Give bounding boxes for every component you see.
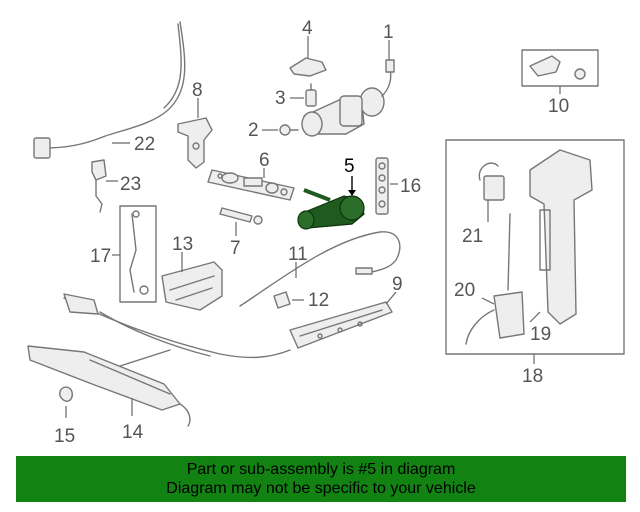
callout-10: 10 (548, 96, 569, 117)
callout-11: 11 (288, 244, 308, 265)
callout-5-highlighted: 5 (344, 156, 355, 177)
callout-7: 7 (230, 238, 241, 259)
part-20-spindle (465, 213, 525, 345)
part-10-clip (521, 49, 599, 94)
part-16-bushings (375, 157, 398, 215)
part-21-clamp (478, 162, 505, 222)
part-9-rail (289, 291, 397, 349)
part-3-fitting (290, 83, 317, 107)
part-6-kit (207, 168, 295, 201)
part-5-actuator-highlighted (297, 176, 365, 230)
banner-line-1: Part or sub-assembly is #5 in diagram (186, 461, 456, 478)
callout-16: 16 (400, 176, 421, 197)
callout-1: 1 (383, 22, 394, 43)
callout-13: 13 (172, 234, 193, 255)
callout-2: 2 (248, 120, 259, 141)
part-14-strut (27, 345, 191, 427)
callout-17: 17 (90, 246, 111, 267)
callout-4: 4 (302, 18, 313, 39)
part-2-screw (262, 124, 299, 136)
part-22-wire-harness (33, 21, 186, 159)
callout-3: 3 (275, 88, 286, 109)
callout-8: 8 (192, 80, 203, 101)
part-18-group-box (445, 139, 625, 364)
info-banner: Part or sub-assembly is #5 in diagram Di… (16, 456, 626, 502)
callout-12: 12 (308, 290, 329, 311)
callout-20: 20 (454, 280, 475, 301)
callout-14: 14 (122, 422, 144, 443)
callout-15: 15 (54, 426, 75, 447)
callout-18: 18 (522, 366, 543, 387)
callout-21: 21 (462, 226, 483, 247)
part-19-frame (529, 149, 593, 325)
part-12-clip (273, 291, 304, 309)
part-8-bracket (177, 98, 213, 169)
banner-line-2: Diagram may not be specific to your vehi… (166, 480, 476, 497)
part-7-pin (219, 207, 263, 236)
part-13-housing (161, 252, 223, 311)
part-15-clip (59, 386, 74, 418)
callout-6: 6 (259, 150, 270, 171)
part-23-connector (91, 159, 118, 213)
part-1-motor (301, 40, 395, 137)
callout-9: 9 (392, 274, 403, 295)
part-4-bracket (289, 36, 327, 77)
callout-22: 22 (134, 134, 155, 155)
callout-19: 19 (530, 324, 551, 345)
callout-23: 23 (120, 174, 141, 195)
part-11-cable (239, 231, 401, 307)
part-17-rod (112, 205, 157, 303)
cable-assembly (63, 293, 291, 359)
